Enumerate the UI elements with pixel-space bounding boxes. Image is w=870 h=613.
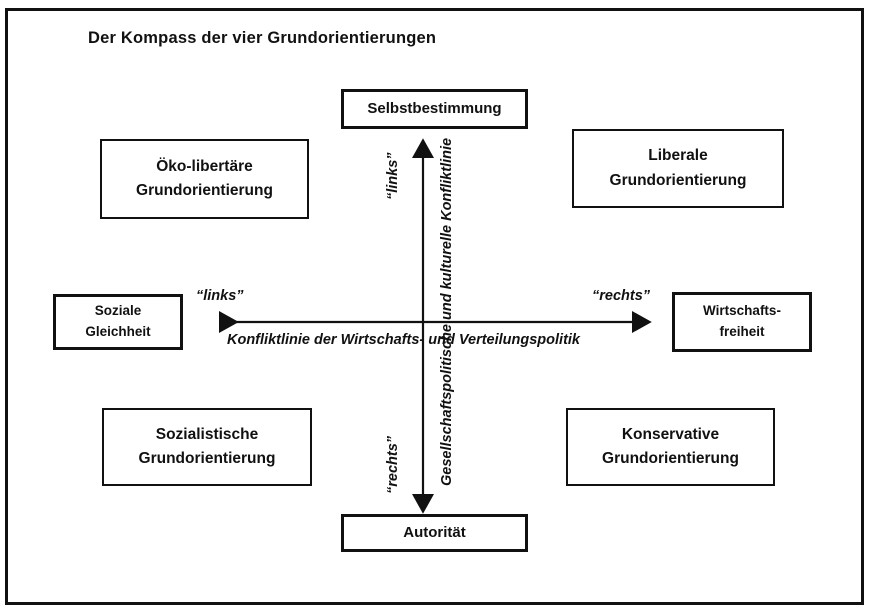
- axis-pole-label-rechts-horizontal: “rechts”: [592, 288, 651, 304]
- quadrant-box-liberale: Liberale Grundorientierung: [572, 129, 784, 208]
- axis-label-horizontal: Konfliktlinie der Wirtschafts- und Verte…: [227, 332, 580, 348]
- pole-box-wirtschaftsfreiheit: Wirtschafts- freiheit: [672, 292, 812, 352]
- quadrant-label-sozialistische-line2: Grundorientierung: [138, 450, 276, 467]
- quadrant-label-liberale-line1: Liberale: [648, 147, 708, 165]
- axis-pole-label-rechts-vertical: “rechts”: [385, 435, 401, 494]
- quadrant-box-sozialistische: Sozialistische Grundorientierung: [102, 408, 312, 486]
- pole-box-selbstbestimmung: Selbstbestimmung: [341, 89, 528, 129]
- quadrant-label-sozialistische-line1: Sozialistische: [155, 425, 259, 443]
- pole-label-soziale-gleichheit-line2: Gleichheit: [85, 324, 151, 339]
- quadrant-label-oeko-libertaere-line1: Öko-libertäre: [156, 157, 253, 175]
- quadrant-box-oeko-libertaere: Öko-libertäre Grundorientierung: [100, 139, 309, 219]
- pole-box-autoritaet: Autorität: [341, 514, 528, 552]
- pole-box-soziale-gleichheit: Soziale Gleichheit: [53, 294, 183, 350]
- axis-label-vertical: Gesellschaftspolitische und kulturelle K…: [439, 137, 455, 486]
- pole-label-soziale-gleichheit-line1: Soziale: [94, 303, 142, 319]
- axis-pole-label-links-horizontal: “links”: [196, 288, 244, 304]
- quadrant-label-liberale-line2: Grundorientierung: [609, 171, 747, 189]
- pole-label-wirtschaftsfreiheit-line1: Wirtschafts-: [703, 303, 781, 319]
- axis-pole-label-links-vertical: “links”: [385, 152, 401, 200]
- pole-label-selbstbestimmung: Selbstbestimmung: [367, 100, 502, 118]
- pole-label-autoritaet: Autorität: [403, 524, 466, 542]
- quadrant-label-oeko-libertaere-line2: Grundorientierung: [136, 182, 273, 199]
- pole-label-wirtschaftsfreiheit-line2: freiheit: [719, 324, 765, 339]
- page-title: Der Kompass der vier Grundorientierungen: [88, 29, 437, 47]
- quadrant-label-konservative-line1: Konservative: [621, 425, 720, 443]
- quadrant-box-konservative: Konservative Grundorientierung: [566, 408, 775, 486]
- quadrant-label-konservative-line2: Grundorientierung: [602, 450, 739, 467]
